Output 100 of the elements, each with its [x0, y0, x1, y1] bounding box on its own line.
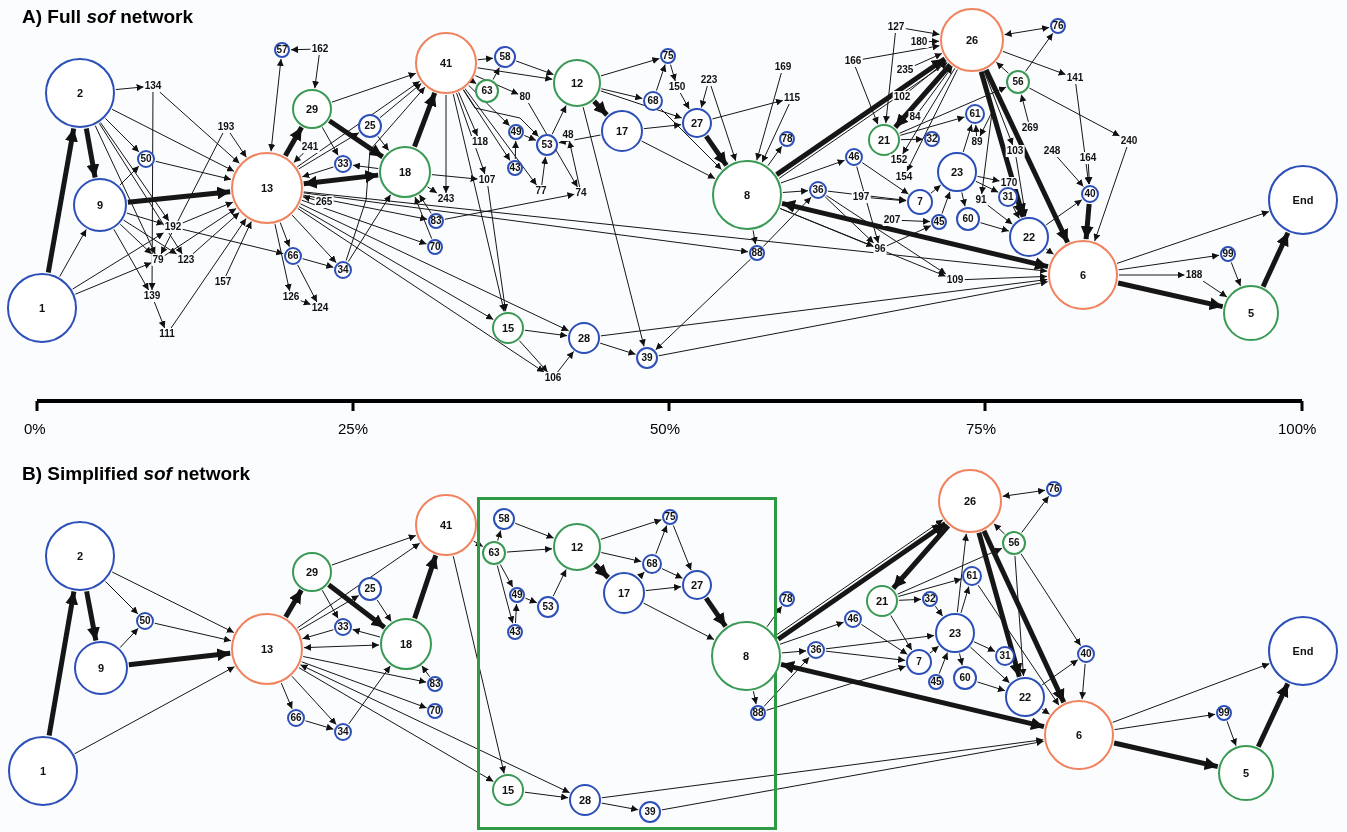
state-circle: 7	[907, 189, 933, 215]
arrow	[762, 196, 812, 248]
arrow	[463, 89, 511, 161]
arrow	[962, 124, 973, 153]
state-circle: 43	[507, 160, 523, 176]
arrow	[699, 85, 708, 109]
arrow	[582, 106, 646, 347]
arrow	[1093, 146, 1128, 242]
state-circle: 70	[427, 239, 443, 255]
node-label: 96	[873, 243, 887, 255]
arrow	[377, 135, 390, 151]
arrow	[883, 32, 896, 124]
arrow	[860, 623, 908, 655]
state-circle: 68	[643, 91, 663, 111]
arrow	[74, 262, 152, 295]
arrow	[643, 602, 715, 640]
arrow	[111, 108, 235, 172]
arrow	[1118, 252, 1220, 271]
node-label: 48	[561, 129, 575, 141]
arrow	[94, 125, 156, 255]
state-circle: 66	[284, 247, 302, 265]
arrow	[711, 98, 784, 120]
arrow	[891, 524, 951, 590]
state-circle: 88	[750, 705, 766, 721]
state-circle: 25	[358, 577, 382, 601]
state-circle: 58	[493, 508, 515, 530]
arrow	[893, 63, 953, 129]
arrow	[1002, 50, 1067, 76]
state-circle: 22	[1009, 217, 1049, 257]
arrow	[766, 605, 783, 628]
node-label: 170	[999, 177, 1019, 189]
arrow	[825, 650, 906, 664]
arrow	[750, 230, 758, 245]
arrow	[352, 628, 381, 638]
state-circle: 23	[935, 613, 975, 653]
state-circle: 83	[427, 676, 443, 692]
panel-heading: A) Full sof network	[22, 6, 193, 28]
state-circle: 50	[136, 612, 154, 630]
arrow	[84, 590, 100, 641]
arrow	[427, 186, 438, 194]
node-label: 77	[534, 185, 548, 197]
arrow	[900, 135, 924, 143]
arrow	[1014, 555, 1027, 677]
state-circle: 6	[1044, 700, 1114, 770]
state-circle: 40	[1081, 185, 1099, 203]
arrow	[1114, 711, 1216, 731]
arrow	[418, 194, 432, 214]
arrow	[956, 533, 969, 613]
state-circle: 6	[1048, 240, 1118, 310]
arrow	[1025, 32, 1054, 72]
arrow	[1116, 210, 1270, 264]
arrow	[557, 350, 575, 373]
arrow	[661, 739, 1045, 811]
node-label: 103	[1005, 145, 1025, 157]
arrow	[1021, 495, 1050, 534]
node-label: 180	[909, 36, 929, 48]
state-circle: 36	[809, 181, 827, 199]
arrow	[904, 28, 940, 37]
arrow	[977, 584, 1060, 706]
arrow	[506, 545, 553, 553]
state-circle: 23	[937, 152, 977, 192]
arrow	[412, 554, 439, 620]
arrow	[115, 84, 145, 92]
node-label: 109	[945, 274, 965, 286]
state-circle: 58	[494, 46, 516, 68]
arrow	[1118, 271, 1186, 279]
axis-tick-label: 50%	[650, 420, 681, 437]
arrow	[331, 72, 417, 103]
arrow	[126, 212, 165, 226]
state-circle: 46	[845, 148, 863, 166]
state-circle: 21	[866, 585, 898, 617]
arrow	[981, 529, 1067, 704]
arrow	[297, 264, 318, 303]
arrow	[897, 577, 962, 597]
arrow	[978, 71, 1026, 218]
arrow	[1256, 682, 1291, 748]
node-label: 111	[158, 328, 176, 340]
arrow	[181, 228, 284, 256]
arrow	[468, 84, 511, 127]
arrow	[293, 152, 305, 163]
state-circle: 70	[427, 703, 443, 719]
arrow	[298, 132, 360, 170]
node-label: 243	[436, 193, 456, 205]
node-label: 154	[894, 171, 914, 183]
arrow	[127, 186, 231, 205]
arrow	[601, 737, 1044, 799]
arrow	[328, 118, 385, 159]
node-label: 240	[1119, 135, 1139, 147]
arrow	[655, 258, 751, 351]
state-circle: 29	[292, 89, 332, 129]
arrow	[452, 555, 506, 774]
arrow	[781, 200, 1049, 270]
state-circle: 76	[1046, 481, 1062, 497]
arrow	[655, 524, 668, 555]
arrow	[229, 132, 247, 158]
node-label: 223	[699, 74, 719, 86]
state-circle: 36	[807, 641, 825, 659]
state-circle: 75	[662, 509, 678, 525]
state-circle: 50	[137, 150, 155, 168]
state-circle: 1	[8, 736, 78, 806]
